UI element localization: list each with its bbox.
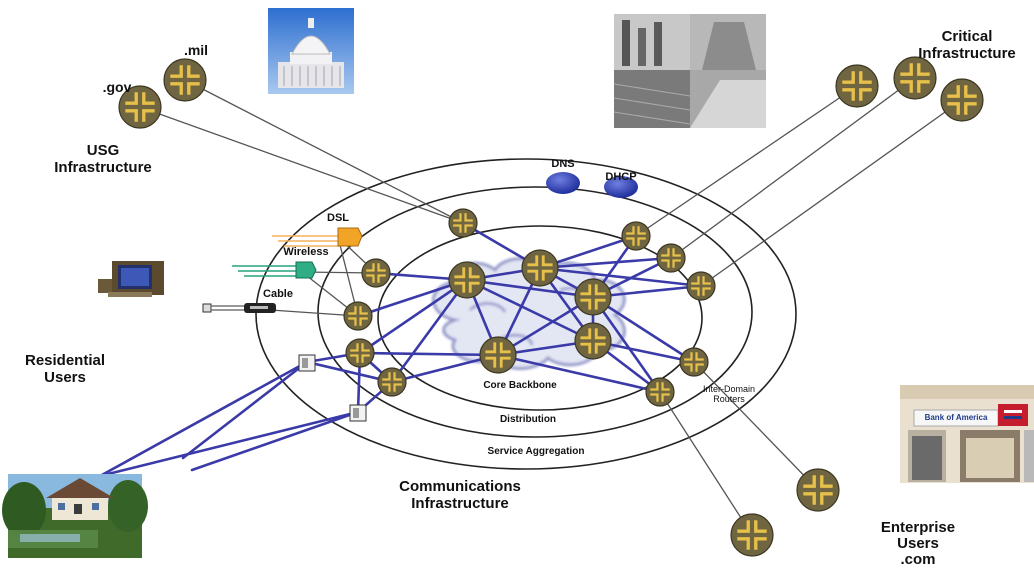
power-plant-image <box>613 14 766 128</box>
bank-image <box>900 385 1034 483</box>
bank-sign-label: Bank of America <box>924 413 988 422</box>
enterprise-users-label: Enterprise Users .com <box>880 519 956 568</box>
router-icon[interactable] <box>656 243 686 273</box>
router-icon[interactable] <box>730 513 774 557</box>
distribution-ring <box>317 186 753 438</box>
router-icon[interactable] <box>645 377 675 407</box>
cable-label: Cable <box>263 288 293 300</box>
communications-infrastructure-label: Communications Infrastructure <box>399 478 521 513</box>
routers <box>118 56 984 557</box>
router-icon[interactable] <box>163 58 207 102</box>
dsl-modem-icon[interactable] <box>272 227 363 247</box>
inter-domain-routers-label: Inter-Domain Routers <box>702 384 756 404</box>
core-backbone-ring <box>377 225 703 411</box>
wireless-label: Wireless <box>283 246 329 258</box>
router-icon[interactable] <box>343 301 373 331</box>
router-icon[interactable] <box>448 208 478 238</box>
dhcp-label: DHCP <box>605 171 637 183</box>
gov-label: .gov <box>102 79 132 95</box>
router-icon[interactable] <box>448 261 486 299</box>
house-image <box>2 474 148 558</box>
distribution-label: Distribution <box>499 414 557 425</box>
router-icon[interactable] <box>118 85 162 129</box>
router-icon[interactable] <box>893 56 937 100</box>
router-icon[interactable] <box>361 258 391 288</box>
router-icon[interactable] <box>574 278 612 316</box>
router-icon[interactable] <box>835 64 879 108</box>
router-icon[interactable] <box>686 271 716 301</box>
router-icon[interactable] <box>574 322 612 360</box>
computer-icon[interactable] <box>98 261 164 297</box>
residential-users-label: Residential Users <box>24 352 106 387</box>
router-icon[interactable] <box>940 78 984 122</box>
mil-label: .mil <box>183 42 209 58</box>
cable-modem-icon[interactable] <box>202 303 276 313</box>
residential-gateway-icon[interactable] <box>349 404 367 422</box>
usg-infrastructure-label: USG Infrastructure <box>54 142 152 177</box>
router-icon[interactable] <box>796 468 840 512</box>
router-icon[interactable] <box>621 221 651 251</box>
core-backbone-label: Core Backbone <box>483 380 557 391</box>
service-aggregation-ring <box>255 158 797 470</box>
dsl-label: DSL <box>327 212 349 224</box>
capitol-building-image <box>268 8 354 94</box>
critical-infrastructure-label: Critical Infrastructure <box>918 28 1016 63</box>
router-icon[interactable] <box>521 249 559 287</box>
router-icon[interactable] <box>679 347 709 377</box>
wireless-modem-icon[interactable] <box>232 261 317 279</box>
service-aggregation-label: Service Aggregation <box>487 446 585 457</box>
dns-label: DNS <box>551 158 575 170</box>
dhcp-server-icon[interactable] <box>604 176 638 198</box>
router-icon[interactable] <box>479 336 517 374</box>
router-icon[interactable] <box>345 338 375 368</box>
dns-server-icon[interactable] <box>546 172 580 194</box>
router-icon[interactable] <box>377 367 407 397</box>
residential-gateway-icon[interactable] <box>298 354 316 372</box>
